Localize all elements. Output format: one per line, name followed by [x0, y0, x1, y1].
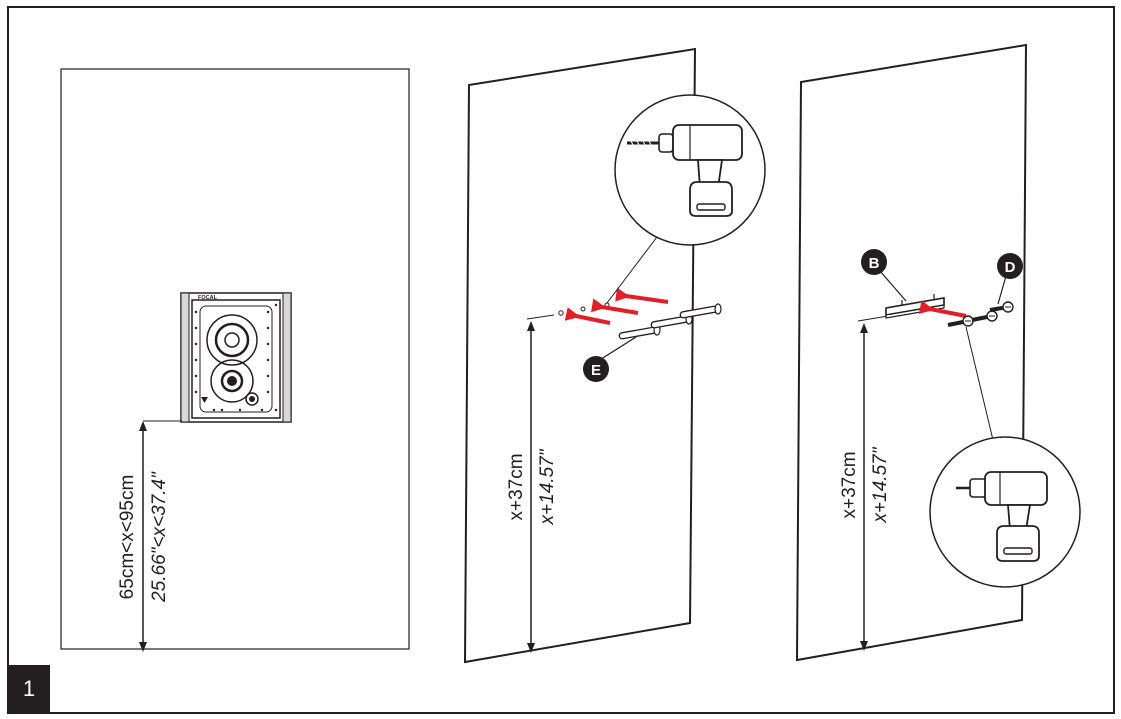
drill-inset-circle-3 [929, 436, 1081, 588]
wall-panel-2 [463, 47, 697, 664]
screw-1 [947, 315, 974, 327]
height-range-imperial: 25.66"<x<37.4" [149, 471, 170, 603]
callout-badge-e [583, 356, 609, 382]
hole-2 [580, 306, 586, 312]
hole-1 [558, 310, 564, 316]
mounting-bracket [885, 294, 945, 319]
callout-badge-d [997, 253, 1023, 279]
offset-metric-2: x+37cm [506, 453, 527, 520]
callout-leader-d [997, 275, 1007, 305]
wall-panel-1 [60, 68, 410, 650]
offset-imperial-3: x+14.57" [870, 446, 891, 523]
reference-line-3 [857, 315, 889, 322]
drill-inset-circle-2 [614, 94, 766, 246]
insert-arrow-3 [615, 287, 669, 304]
step-number-badge: 1 [8, 665, 50, 713]
insert-arrow-screw [918, 300, 967, 318]
height-range-metric: 65cm<x<95cm [117, 475, 138, 600]
screw-2 [971, 310, 998, 322]
callout-leader-b [879, 270, 907, 302]
speaker-brand-label: FOCAL [198, 295, 218, 301]
speaker-illustration: FOCAL [180, 292, 292, 423]
offset-metric-3: x+37cm [839, 451, 860, 518]
drill-icon [627, 124, 743, 217]
callout-leader-e [597, 336, 637, 362]
inset-leader-drill-3 [965, 326, 994, 441]
screw-3 [989, 301, 1014, 313]
callout-label-d: D [1005, 259, 1016, 276]
reference-line-2 [526, 314, 555, 320]
insert-arrow-2 [590, 298, 639, 315]
insert-arrow-1 [564, 307, 611, 325]
screwdriver-drill-icon [956, 471, 1048, 562]
callout-label-e: E [591, 362, 601, 379]
panel-bracket: x+37cm x+14.57" B [795, 43, 1081, 662]
panel-speaker-height: FOCAL 65cm<x<95cm 25.66"<x<37.4" [60, 68, 410, 652]
callout-badge-b [861, 249, 887, 275]
panel-drilling: x+37cm x+14.57" E [463, 47, 766, 664]
callout-label-b: B [869, 255, 880, 272]
wall-plug-3 [679, 303, 722, 319]
wall-panel-3 [795, 43, 1028, 662]
outer-frame [7, 6, 1115, 714]
inset-leader-drill-2 [606, 232, 661, 304]
offset-imperial-2: x+14.57" [537, 448, 558, 525]
